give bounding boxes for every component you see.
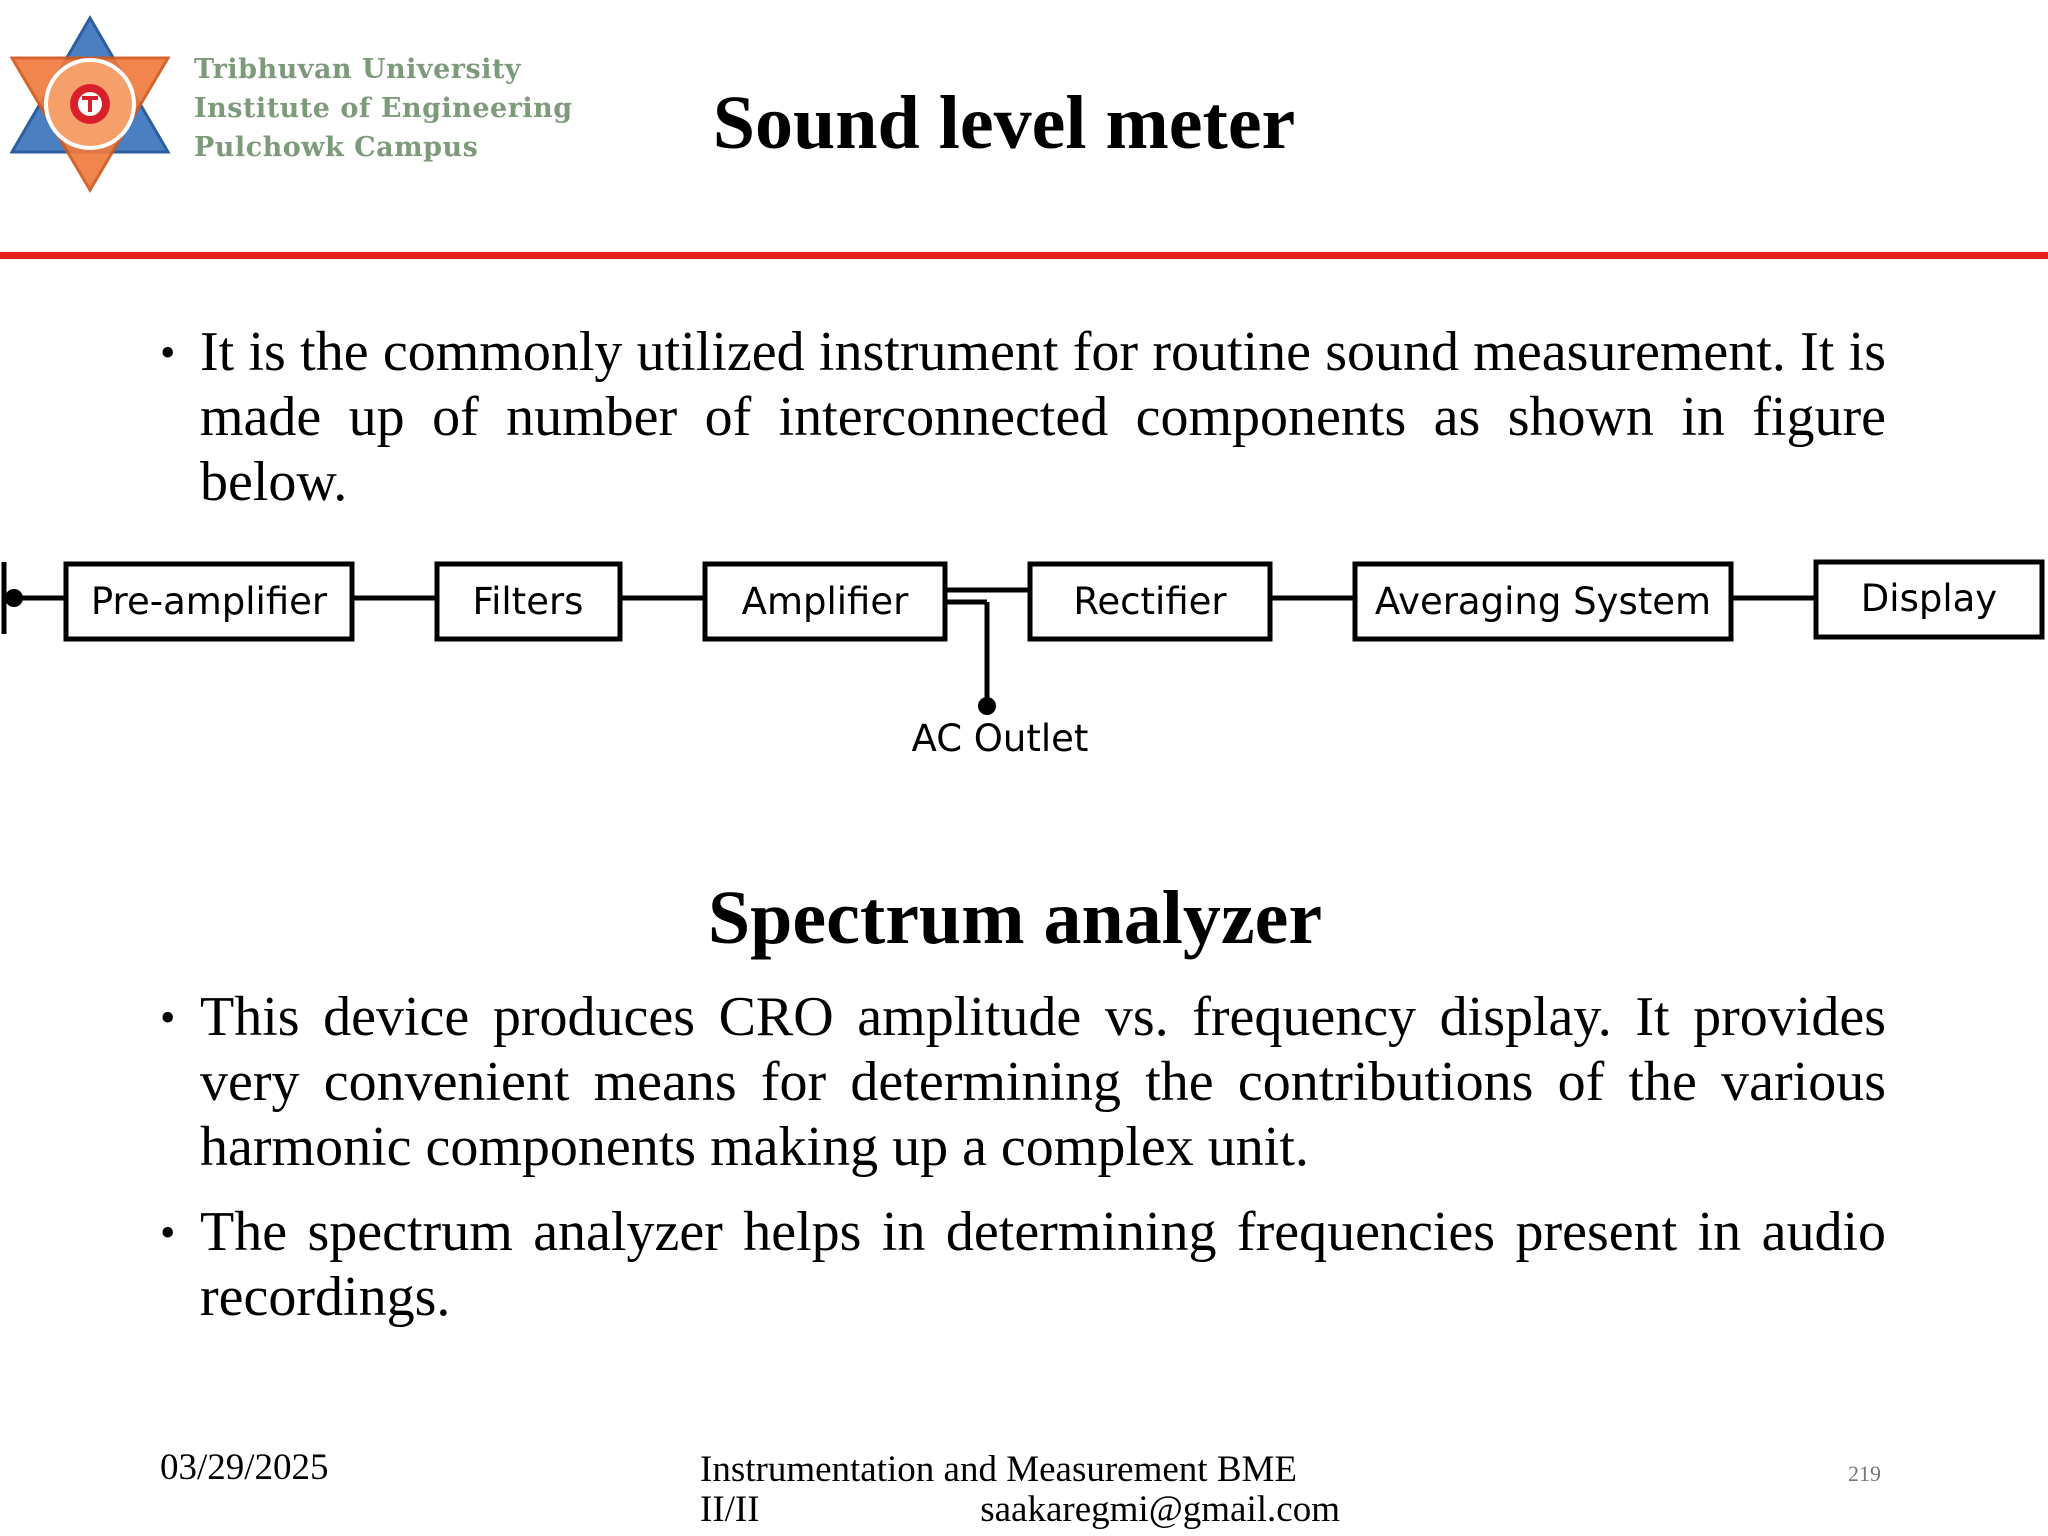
label-pre-amplifier: Pre-amplifier [91, 580, 328, 623]
bullet-icon: • [160, 328, 176, 377]
bullet-text: It is the commonly utilized instrument f… [200, 321, 1886, 513]
logo-line-campus: Pulchowk Campus [194, 132, 479, 163]
logo-line-institute: Institute of Engineering [194, 93, 573, 124]
block-amplifier [702, 561, 948, 642]
footer-course-line1: Instrumentation and Measurement BME [700, 1449, 1298, 1490]
logo-line-university: Tribhuvan University [194, 54, 522, 85]
footer-semester: II/II [700, 1489, 760, 1530]
section-title: Spectrum analyzer [707, 876, 1323, 960]
campus-logo: Tribhuvan University Institute of Engine… [9, 10, 610, 200]
label-amplifier: Amplifier [742, 580, 909, 623]
bullet-icon: • [160, 1208, 176, 1257]
block-averaging-system [1352, 561, 1734, 642]
university-emblem-icon [9, 15, 171, 193]
bullet-item: • This device produces CRO amplitude vs.… [160, 985, 1886, 1180]
footer-course: Instrumentation and Measurement BME II/I… [700, 1450, 1340, 1530]
header-divider [0, 252, 2048, 259]
footer-date: 03/29/2025 [160, 1447, 329, 1488]
input-node [5, 589, 23, 607]
page-number: 219 [1848, 1461, 1881, 1486]
label-display: Display [1861, 577, 1997, 620]
bullet-text: This device produces CRO amplitude vs. f… [200, 986, 1886, 1178]
block-filters [434, 561, 623, 642]
logo-text: Tribhuvan University Institute of Engine… [194, 50, 573, 167]
bullet-icon: • [160, 993, 176, 1042]
label-filters: Filters [473, 580, 584, 623]
footer-course-line2: II/II saakaregmi@gmail.com [700, 1490, 1340, 1530]
bullet-item: • It is the commonly utilized instrument… [160, 320, 1886, 515]
bullet-item: • The spectrum analyzer helps in determi… [160, 1200, 1886, 1330]
block-rectifier [1027, 561, 1273, 642]
bullet-text: The spectrum analyzer helps in determini… [200, 1201, 1886, 1328]
sound-level-meter-block-diagram: Pre-amplifier Filters Amplifier Rectifie… [1, 559, 2045, 760]
label-averaging-system: Averaging System [1375, 580, 1711, 623]
footer-email: saakaregmi@gmail.com [980, 1489, 1340, 1530]
slide-title: Sound level meter [712, 81, 1296, 165]
label-rectifier: Rectifier [1073, 580, 1227, 623]
ac-outlet-node [978, 697, 996, 715]
label-ac-outlet: AC Outlet [912, 717, 1089, 760]
block-pre-amplifier [63, 561, 355, 642]
block-display [1813, 559, 2045, 640]
